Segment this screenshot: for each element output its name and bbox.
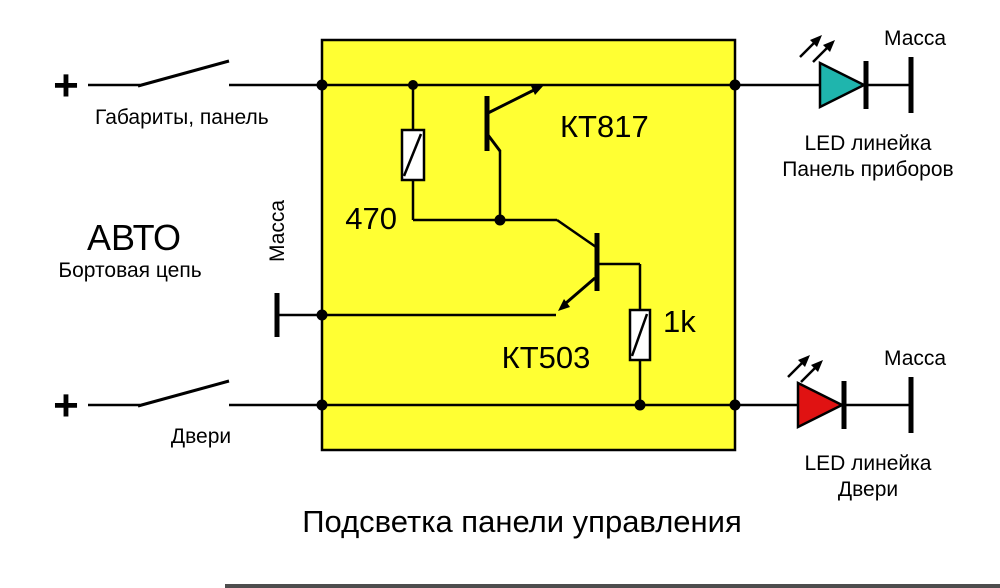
node-box-top-left — [316, 79, 328, 91]
led-doors-triangle — [796, 380, 845, 430]
plus-terminal-top: + — [53, 61, 79, 110]
led-doors-caption2: Двери — [838, 478, 898, 501]
transistor-kt503: КТ503 — [500, 218, 642, 375]
led-panel-ray1-arrow — [810, 35, 822, 47]
node-box-ground — [316, 309, 328, 321]
resistor-1k-stripe — [630, 313, 649, 357]
kt503-collector-lead — [556, 218, 597, 249]
led-panel-caption2: Панель приборов — [782, 158, 953, 181]
led-output-panel: Масса LED линейка Панель приборов — [782, 27, 953, 181]
bottom-cropped-strip — [225, 584, 1000, 588]
led-panel-ray2-arrow — [823, 40, 835, 52]
node-r470-rail — [408, 80, 418, 90]
resistor-1k-value: 1k — [663, 304, 696, 339]
kt817-emitter-lead — [487, 87, 537, 115]
resistor-1k-branch: 1k — [628, 304, 696, 405]
bottom-rail: + Двери — [53, 379, 798, 448]
led-doors-caption1: LED линейка — [804, 452, 931, 475]
switch-blade-bottom — [137, 379, 230, 408]
node-center — [494, 214, 506, 226]
plus-terminal-bottom: + — [53, 381, 79, 430]
switch-blade-top — [137, 59, 230, 88]
switch-top-label: Габариты, панель — [95, 106, 269, 129]
node-r1k-rail — [634, 399, 646, 411]
led-panel-triangle — [818, 60, 867, 110]
resistor-470-stripe — [402, 133, 423, 177]
source-labels: АВТО Бортовая цепь — [58, 217, 201, 282]
led-doors-ray2-arrow — [811, 360, 823, 372]
diagram-title: Подсветка панели управления — [302, 504, 742, 539]
kt503-label: КТ503 — [502, 340, 591, 375]
node-box-top-right — [729, 79, 741, 91]
ground-label-doors: Масса — [884, 347, 946, 370]
led-panel-ray2 — [812, 45, 830, 63]
kt503-emitter-arrow — [558, 299, 570, 311]
control-block-box — [320, 38, 737, 452]
kt503-emitter-lead — [565, 276, 596, 305]
resistor-470-value: 470 — [345, 201, 397, 236]
kt817-emitter-arrow — [531, 85, 544, 95]
transistor-kt817: КТ817 — [484, 85, 649, 220]
led-doors-ray2 — [800, 365, 818, 383]
source-name: АВТО — [87, 217, 181, 258]
source-desc: Бортовая цепь — [58, 259, 201, 282]
top-rail: + Габариты, панель — [53, 59, 820, 129]
resistor-470-branch: 470 — [345, 85, 500, 236]
node-box-bottom-right — [729, 399, 741, 411]
led-panel-ray1 — [799, 40, 817, 58]
led-doors-ray1-arrow — [798, 355, 810, 367]
node-box-bottom-left — [316, 399, 328, 411]
led-panel-caption1: LED линейка — [804, 132, 931, 155]
led-output-doors: Масса LED линейка Двери — [787, 347, 946, 501]
kt817-collector-lead — [486, 134, 502, 152]
led-doors-ray1 — [787, 360, 805, 378]
ground-input-label: Масса — [266, 200, 289, 262]
switch-bottom-label: Двери — [171, 425, 231, 448]
kt817-label: КТ817 — [560, 109, 649, 144]
ground-label-panel: Масса — [884, 27, 946, 50]
